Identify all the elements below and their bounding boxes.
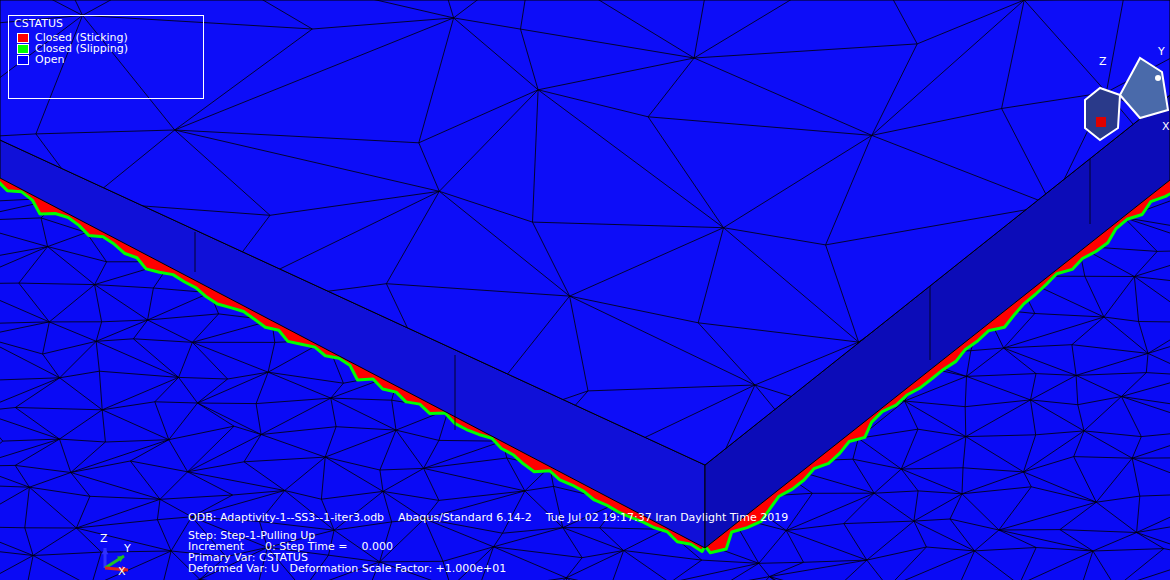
plate-edge	[0, 0, 1170, 465]
axis-label: Y	[1158, 46, 1165, 58]
axis-label: X	[118, 566, 126, 578]
axis-label: Z	[1099, 56, 1107, 68]
axis-label: Y	[124, 543, 131, 555]
legend-swatch	[17, 55, 29, 65]
legend-swatch	[17, 44, 29, 54]
legend-swatch	[17, 33, 29, 43]
view-cube	[1085, 58, 1168, 140]
info-text: ODB: Adaptivity-1--SS3--1-iter3.odb Abaq…	[188, 512, 788, 524]
info-text: Deformed Var: U Deformation Scale Factor…	[188, 563, 506, 575]
plate-top-face	[0, 0, 1170, 465]
legend-text: Open	[35, 54, 64, 66]
axis-label: Z	[100, 533, 108, 545]
legend-title: CSTATUS	[14, 18, 63, 30]
axis-label: X	[1162, 121, 1170, 133]
